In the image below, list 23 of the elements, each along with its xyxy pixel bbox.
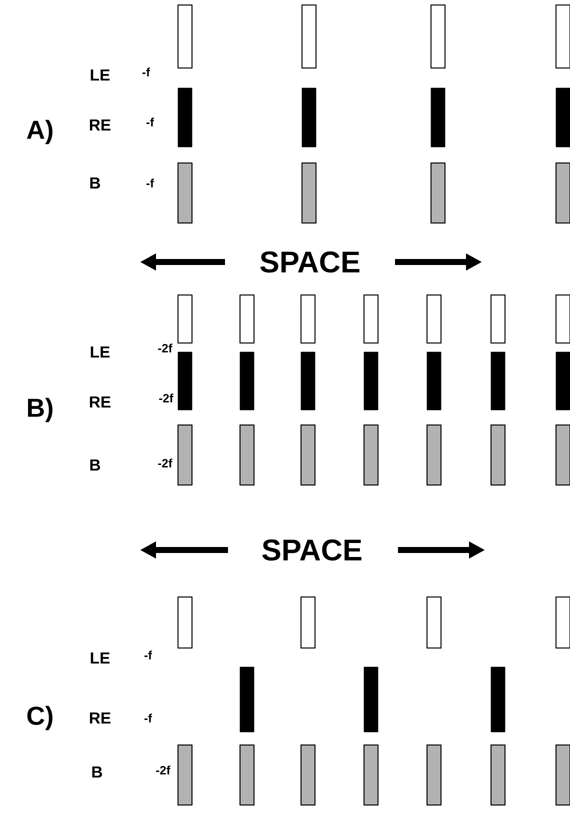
frequency-label: -f (142, 68, 150, 76)
frequency-label: -f (146, 178, 154, 188)
panel-label: A) (26, 120, 52, 144)
row-label: LE (90, 70, 110, 80)
row-label: B (92, 766, 102, 778)
row-label: RE (90, 396, 110, 408)
frequency-label: -f (144, 714, 152, 722)
axis-label: SPACE (260, 251, 360, 273)
frequency-label: -2f (156, 766, 170, 774)
frequency-label: -2f (158, 458, 172, 468)
frequency-label: -f (144, 650, 152, 660)
row-label: B (90, 460, 100, 470)
row-label: LE (90, 652, 110, 664)
row-label: RE (90, 712, 110, 724)
row-label: LE (90, 346, 110, 358)
panel-label: B) (28, 398, 52, 422)
frequency-label: -2f (159, 394, 174, 402)
frequency-label: -f (146, 118, 154, 126)
row-label: B (90, 178, 100, 188)
axis-label: SPACE (262, 539, 362, 561)
frequency-label: -2f (158, 344, 172, 352)
row-label: RE (90, 120, 110, 130)
panel-label: C) (27, 706, 52, 730)
